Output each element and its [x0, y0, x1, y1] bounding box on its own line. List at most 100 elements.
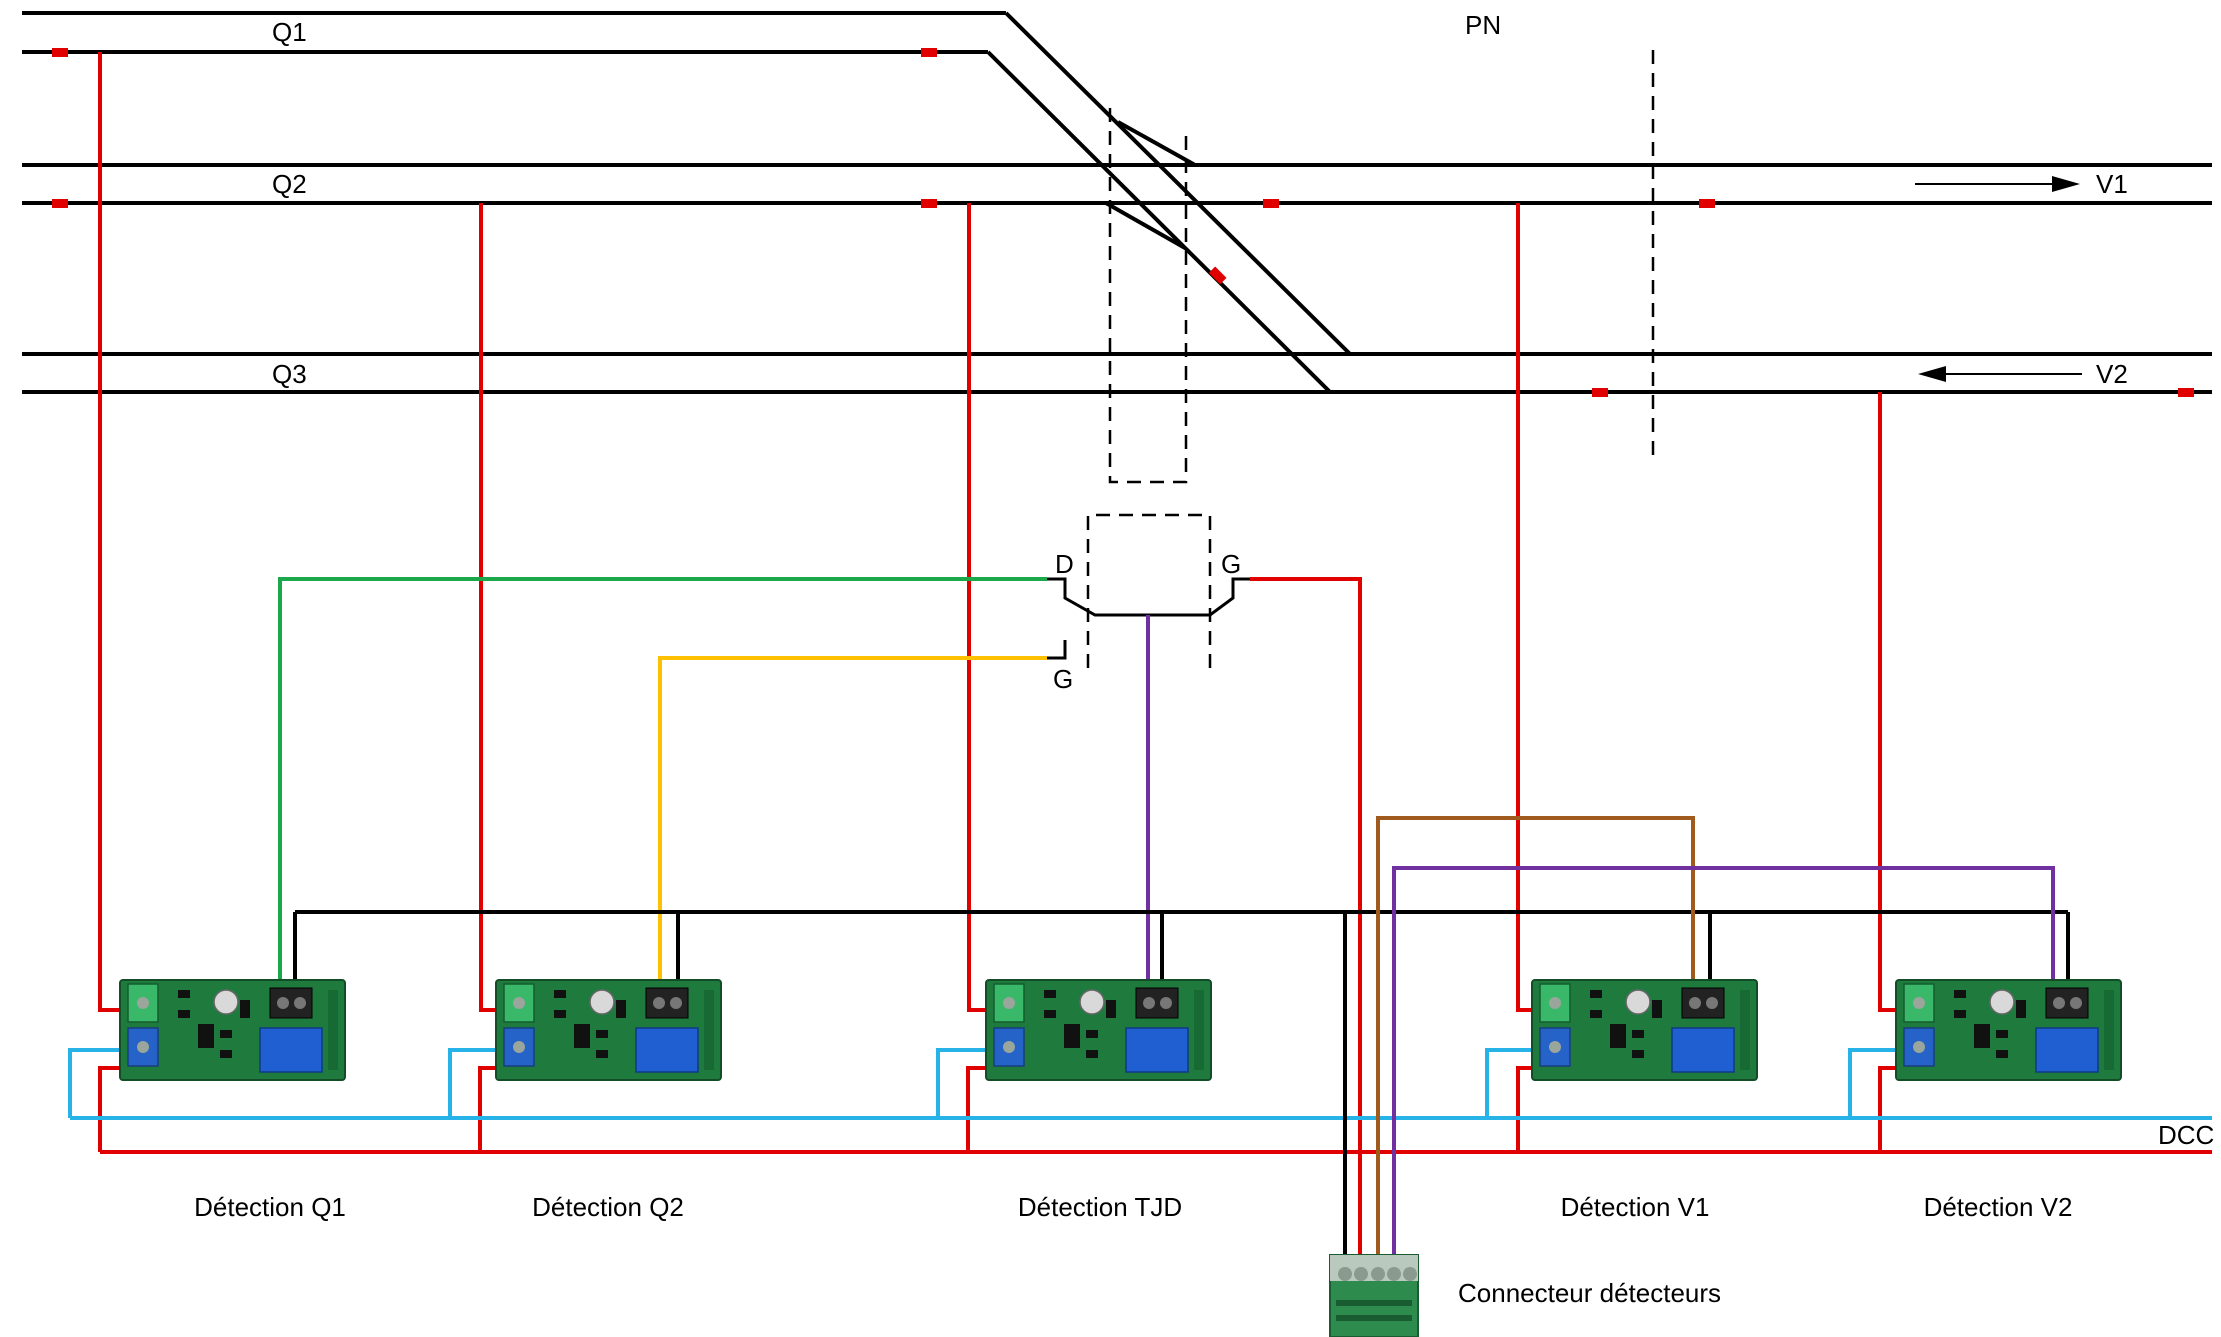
- detector-boards: [119, 979, 2122, 1081]
- capacitor-icon: [1079, 989, 1105, 1015]
- diode-bridge: [1064, 1024, 1080, 1048]
- chip: [1996, 1030, 2008, 1038]
- screw: [277, 997, 289, 1009]
- screw: [1143, 997, 1155, 1009]
- chip: [596, 1050, 608, 1058]
- relay-icon: [635, 1027, 699, 1073]
- insulator-v1-right: [1699, 199, 1715, 208]
- track-labels: Q1 Q2 Q3 V1 V2 PN: [272, 10, 2128, 389]
- wire-red-q2: [479, 203, 515, 1012]
- screw: [1913, 1041, 1925, 1053]
- wire-red-g: [1250, 577, 1362, 1265]
- chip: [1590, 1010, 1602, 1018]
- relay-icon: [259, 1027, 323, 1073]
- screw: [1003, 997, 1015, 1009]
- capacitor-icon: [1989, 989, 2015, 1015]
- bus-blue-drop-q2: [448, 1048, 515, 1118]
- screw: [1003, 1041, 1015, 1053]
- label-detection-tjd: Détection TJD: [1018, 1192, 1182, 1222]
- capacitor-icon: [1625, 989, 1651, 1015]
- label-v2: V2: [2096, 359, 2128, 389]
- chip: [1086, 1050, 1098, 1058]
- chip: [1954, 990, 1966, 998]
- chip: [220, 1030, 232, 1038]
- board-edge: [2104, 990, 2114, 1070]
- screw: [137, 1041, 149, 1053]
- screw: [137, 997, 149, 1009]
- label-detection-q2: Détection Q2: [532, 1192, 684, 1222]
- board-tjd: [985, 979, 1212, 1081]
- chip: [554, 1010, 566, 1018]
- chip: [178, 1010, 190, 1018]
- chip: [1044, 990, 1056, 998]
- wire-red-v1: [1516, 203, 1553, 1012]
- chip: [220, 1050, 232, 1058]
- direction-arrows: [1915, 176, 2082, 382]
- wire-red-q1: [98, 52, 135, 1012]
- diagonal-rail-inner: [986, 50, 1332, 394]
- screw: [2070, 997, 2082, 1009]
- label-v1: V1: [2096, 169, 2128, 199]
- wires: [68, 52, 2212, 1265]
- screw: [1706, 997, 1718, 1009]
- relay-icon: [1671, 1027, 1735, 1073]
- diagonal-rail-outer: [1004, 11, 1352, 356]
- tjd-frog-upper: [1117, 120, 1196, 167]
- label-pn: PN: [1465, 10, 1501, 40]
- insulator-q2-left: [52, 199, 68, 208]
- board-edge: [1740, 990, 1750, 1070]
- screw: [670, 997, 682, 1009]
- tjd-zone-upper: [1108, 108, 1188, 484]
- wire-yellow-g: [658, 656, 1047, 1010]
- wire-red-tjd: [967, 203, 1003, 1012]
- detector-labels: Détection Q1 Détection Q2 Détection TJD …: [194, 1120, 2214, 1222]
- chip: [1954, 1010, 1966, 1018]
- insulator-q1-right: [921, 48, 937, 57]
- label-detection-q1: Détection Q1: [194, 1192, 346, 1222]
- screw: [1549, 1041, 1561, 1053]
- chip: [596, 1030, 608, 1038]
- transistor: [1106, 1000, 1116, 1018]
- board-q1: [119, 979, 346, 1081]
- label-dcc: DCC: [2158, 1120, 2214, 1150]
- chip: [1996, 1050, 2008, 1058]
- wire-brown-v1: [1376, 816, 1695, 1265]
- screw: [653, 997, 665, 1009]
- dashed-zones: [1086, 50, 1655, 668]
- arrow-left-icon: [1918, 366, 1946, 382]
- screw: [2053, 997, 2065, 1009]
- bus-blue-drop-v2: [1848, 1048, 1915, 1118]
- board-edge: [328, 990, 338, 1070]
- board-v1: [1531, 979, 1758, 1081]
- insulating-joints: [52, 48, 2194, 397]
- diode-bridge: [574, 1024, 590, 1048]
- screw: [1549, 997, 1561, 1009]
- chip: [554, 990, 566, 998]
- chip: [178, 990, 190, 998]
- relay-icon: [1125, 1027, 1189, 1073]
- tjd-frog-lower: [1105, 201, 1186, 250]
- label-detection-v2: Détection V2: [1924, 1192, 2073, 1222]
- insulator-v1-left: [1263, 199, 1279, 208]
- transistor: [616, 1000, 626, 1018]
- insulator-v2-right: [2178, 388, 2194, 397]
- label-g-right: G: [1221, 549, 1241, 579]
- bus-blue-drop-tjd: [936, 1048, 1003, 1118]
- screw: [1913, 997, 1925, 1009]
- capacitor-icon: [213, 989, 239, 1015]
- label-q2: Q2: [272, 169, 307, 199]
- diode-bridge: [198, 1024, 214, 1048]
- board-edge: [704, 990, 714, 1070]
- transistor: [240, 1000, 250, 1018]
- chip: [1044, 1010, 1056, 1018]
- screw: [1160, 997, 1172, 1009]
- diode-bridge: [1974, 1024, 1990, 1048]
- wire-purple-v2: [1392, 866, 2055, 1265]
- insulator-v2-left: [1592, 388, 1608, 397]
- diode-bridge: [1610, 1024, 1626, 1048]
- screw: [1689, 997, 1701, 1009]
- board-v2: [1895, 979, 2122, 1081]
- screw: [513, 1041, 525, 1053]
- label-d: D: [1055, 549, 1074, 579]
- capacitor-icon: [589, 989, 615, 1015]
